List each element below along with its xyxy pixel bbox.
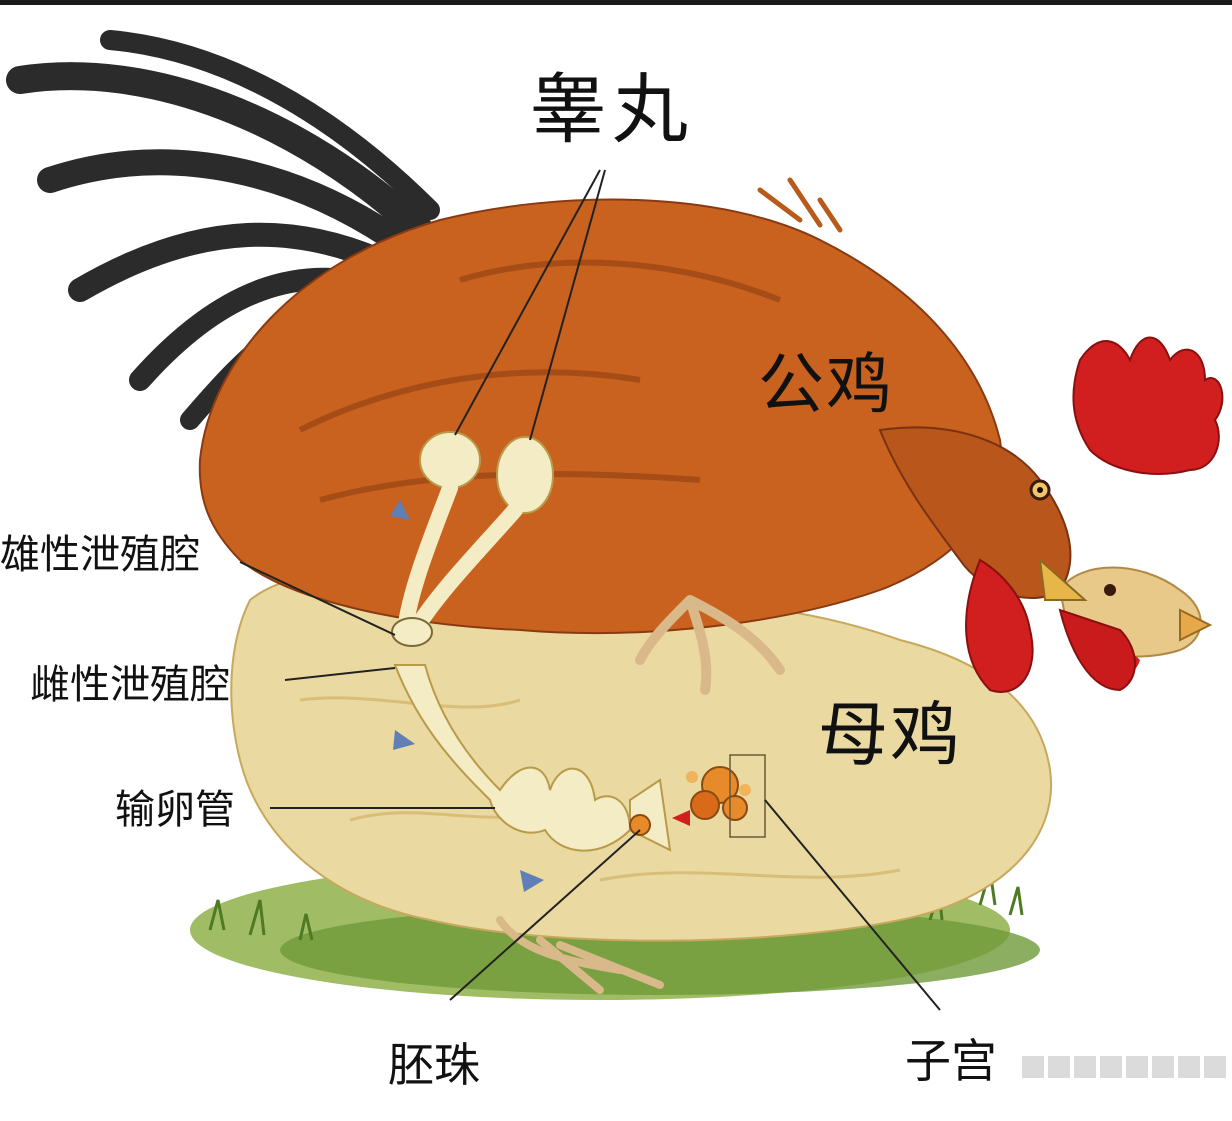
watermark-logo [1022,1056,1226,1078]
label-uterus: 子宫 [905,1034,997,1088]
label-oviduct: 输卵管 [115,787,235,833]
flow-arrows [390,500,544,892]
label-hen: 母鸡 [818,694,962,776]
male-cloaca-organ [391,617,433,647]
rooster [198,177,1224,695]
label-rooster: 公鸡 [758,346,894,423]
label-blastodisc: 胚珠 [388,1038,480,1092]
leader-lines [239,169,941,1011]
ovary-eggs [672,754,766,838]
top-border [0,0,1232,5]
female-reproductive-tract [393,664,672,852]
vas-deferens [397,480,523,638]
label-male-cloaca: 雄性泄殖腔 [0,532,200,578]
label-female-cloaca: 雌性泄殖腔 [30,662,230,708]
label-testis: 睾丸 [530,65,694,154]
testes [419,431,554,514]
